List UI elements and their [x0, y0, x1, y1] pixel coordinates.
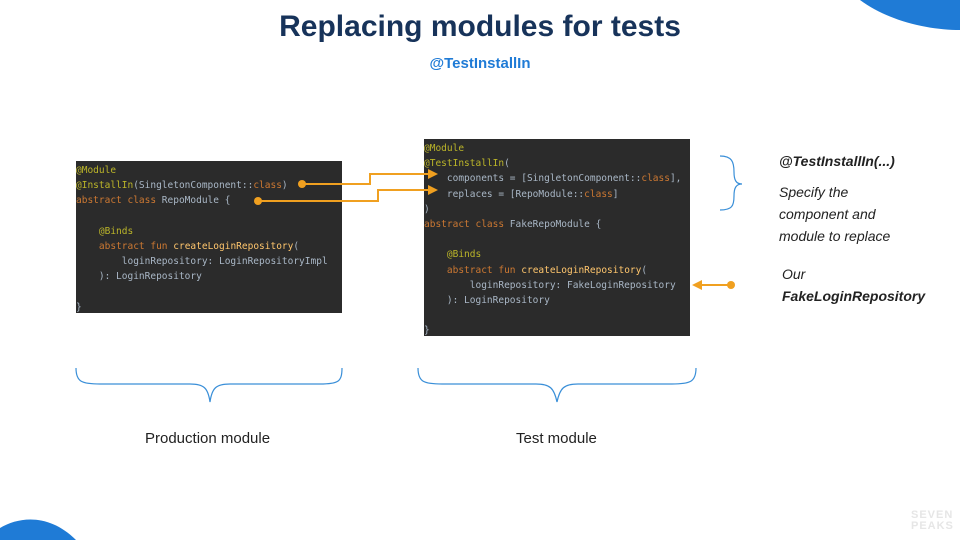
slide-title: Replacing modules for tests — [279, 10, 681, 43]
code-token: ): LoginRepository — [424, 294, 550, 306]
code-token: ) — [281, 180, 288, 192]
code-token: @Module — [424, 143, 465, 154]
code-token: @Module — [76, 165, 117, 176]
testinstallin-note-line-2: component and — [779, 206, 876, 222]
code-token: createLoginRepository — [173, 240, 294, 252]
code-token: @TestInstallIn — [424, 158, 505, 170]
test-brace — [417, 367, 697, 403]
code-token: (SingletonComponent:: — [133, 180, 254, 192]
logo-line-2: PEAKS — [911, 520, 954, 532]
code-line: @Module — [76, 163, 342, 178]
code-token: @Binds — [98, 225, 134, 237]
code-line: replaces = [RepoModule::class] — [424, 187, 690, 202]
fake-repo-note-line-2: FakeLoginRepository — [782, 288, 926, 304]
logo-line-1: SEVEN — [911, 509, 954, 521]
arrow-head-components — [428, 169, 438, 179]
arrow-repomodule-to-replaces — [258, 189, 428, 202]
arrow-installin-to-components — [302, 173, 428, 185]
code-line: abstract class RepoModule { — [76, 193, 342, 208]
code-token: ] — [612, 188, 619, 200]
arrow-dot-installin — [298, 180, 306, 188]
code-line: components = [SingletonComponent::class]… — [424, 171, 690, 186]
seven-peaks-logo: SEVEN PEAKS — [911, 510, 953, 532]
test-code-block: @Module@TestInstallIn( components = [Sin… — [424, 139, 690, 336]
production-code-block: @Module@InstallIn(SingletonComponent::cl… — [76, 161, 342, 313]
code-token: replaces = [RepoModule:: — [424, 188, 585, 200]
code-token: abstract class — [424, 218, 510, 230]
code-token: @Binds — [446, 249, 482, 261]
code-line: loginRepository: LoginRepositoryImpl — [76, 254, 342, 269]
code-token: @InstallIn — [76, 180, 134, 192]
code-token: abstract class — [76, 195, 162, 207]
code-token: ( — [504, 158, 510, 170]
code-line: } — [424, 323, 690, 336]
code-token: loginRepository: LoginRepositoryImpl — [76, 256, 328, 268]
code-line: ) — [424, 202, 690, 217]
code-token: ( — [641, 264, 648, 276]
arrow-dot-repomodule — [254, 197, 262, 205]
code-token: ): LoginRepository — [76, 271, 202, 283]
code-token: RepoModule { — [161, 195, 231, 207]
fake-repo-note: Our FakeLoginRepository — [782, 263, 925, 307]
code-line: } — [76, 300, 342, 313]
code-line: @InstallIn(SingletonComponent::class) — [76, 178, 342, 193]
production-brace — [75, 367, 343, 403]
arrow-dot-fake — [727, 281, 735, 289]
code-token: components = [SingletonComponent:: — [424, 173, 642, 185]
code-token: class — [584, 188, 613, 200]
code-token: } — [424, 325, 430, 336]
code-line: @Binds — [76, 224, 342, 239]
code-token: } — [76, 301, 82, 313]
code-token: ( — [293, 240, 300, 252]
top-right-blob — [860, 0, 960, 30]
code-token: abstract fun — [446, 264, 522, 276]
code-token: ], — [669, 173, 682, 185]
testinstallin-note-line-3: module to replace — [779, 228, 891, 244]
code-line: ): LoginRepository — [424, 293, 690, 308]
bottom-left-blob — [0, 519, 76, 540]
code-line: abstract class FakeRepoModule { — [424, 217, 690, 232]
arrow-head-fake — [692, 280, 702, 290]
testinstallin-note-heading: @TestInstallIn(...) — [779, 153, 895, 169]
code-line: abstract fun createLoginRepository( — [76, 239, 342, 254]
code-line: @TestInstallIn( — [424, 156, 690, 171]
arrow-head-replaces — [428, 185, 438, 195]
fake-repo-note-line-1: Our — [782, 266, 806, 282]
code-token: createLoginRepository — [521, 264, 642, 276]
code-token: abstract fun — [98, 240, 174, 252]
code-line: loginRepository: FakeLoginRepository — [424, 278, 690, 293]
code-token: loginRepository: FakeLoginRepository — [424, 279, 676, 291]
testinstallin-note-line-1: Specify the — [779, 184, 849, 200]
testinstallin-note: @TestInstallIn(...) Specify the componen… — [779, 150, 895, 247]
right-curly-brace — [719, 155, 743, 211]
slide-subtitle: @TestInstallIn — [429, 55, 531, 72]
code-token: FakeRepoModule { — [509, 218, 602, 230]
code-line: @Binds — [424, 247, 690, 262]
code-token: ) — [424, 203, 430, 215]
code-line: ): LoginRepository — [76, 269, 342, 284]
code-line: @Module — [424, 141, 690, 156]
code-token: class — [641, 173, 670, 185]
production-module-label: Production module — [145, 430, 271, 447]
code-token: class — [253, 180, 282, 192]
test-module-label: Test module — [516, 430, 597, 447]
code-line: abstract fun createLoginRepository( — [424, 263, 690, 278]
